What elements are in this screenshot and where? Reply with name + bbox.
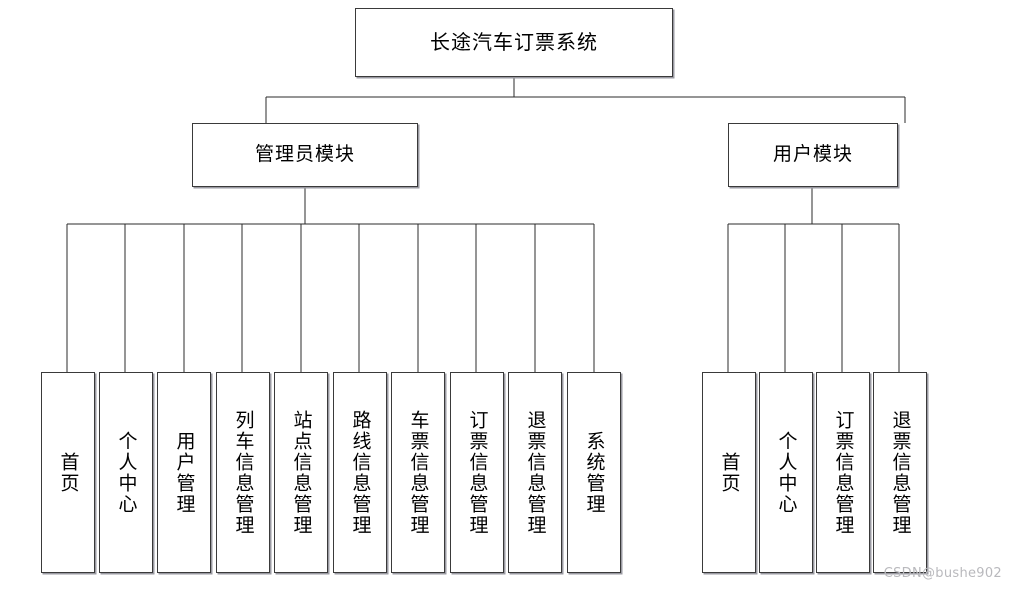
node-leaf-label: 订票信息管理: [466, 409, 489, 536]
node-leaf-label: 站点信息管理: [290, 409, 313, 536]
node-leaf-label: 个人中心: [775, 430, 798, 515]
node-branch-admin-module[interactable]: 管理员模块: [192, 123, 418, 187]
node-leaf-label: 个人中心: [115, 430, 138, 515]
node-leaf-label: 退票信息管理: [524, 409, 547, 536]
node-root-label: 长途汽车订票系统: [430, 30, 598, 55]
node-leaf-label: 车票信息管理: [407, 409, 430, 536]
node-branch-user-module[interactable]: 用户模块: [728, 123, 898, 187]
node-leaf-label: 用户管理: [173, 430, 196, 515]
node-branch-user-label: 用户模块: [772, 143, 853, 166]
node-branch-admin-label: 管理员模块: [254, 143, 355, 166]
node-leaf-user-home[interactable]: 首页: [702, 372, 756, 573]
node-leaf-user-refund-info-management[interactable]: 退票信息管理: [873, 372, 927, 573]
node-leaf-label: 列车信息管理: [232, 409, 255, 536]
node-leaf-label: 系统管理: [583, 430, 606, 515]
watermark-text: CSDN@bushe902: [883, 566, 1002, 581]
node-leaf-label: 路线信息管理: [349, 409, 372, 536]
node-leaf-user-booking-info-management[interactable]: 订票信息管理: [816, 372, 870, 573]
node-leaf-admin-personal-center[interactable]: 个人中心: [99, 372, 153, 573]
node-leaf-admin-station-info-management[interactable]: 站点信息管理: [274, 372, 328, 573]
node-leaf-admin-ticket-info-management[interactable]: 车票信息管理: [391, 372, 445, 573]
node-leaf-admin-home[interactable]: 首页: [41, 372, 95, 573]
node-root-system[interactable]: 长途汽车订票系统: [355, 8, 673, 77]
node-leaf-admin-user-management[interactable]: 用户管理: [157, 372, 211, 573]
node-leaf-label: 首页: [718, 451, 741, 494]
node-leaf-admin-route-info-management[interactable]: 路线信息管理: [333, 372, 387, 573]
node-leaf-label: 退票信息管理: [889, 409, 912, 536]
node-leaf-admin-refund-info-management[interactable]: 退票信息管理: [508, 372, 562, 573]
node-leaf-admin-booking-info-management[interactable]: 订票信息管理: [450, 372, 504, 573]
node-leaf-admin-system-management[interactable]: 系统管理: [567, 372, 621, 573]
node-leaf-user-personal-center[interactable]: 个人中心: [759, 372, 813, 573]
node-leaf-label: 订票信息管理: [832, 409, 855, 536]
node-leaf-admin-bus-info-management[interactable]: 列车信息管理: [216, 372, 270, 573]
node-leaf-label: 首页: [57, 451, 80, 494]
